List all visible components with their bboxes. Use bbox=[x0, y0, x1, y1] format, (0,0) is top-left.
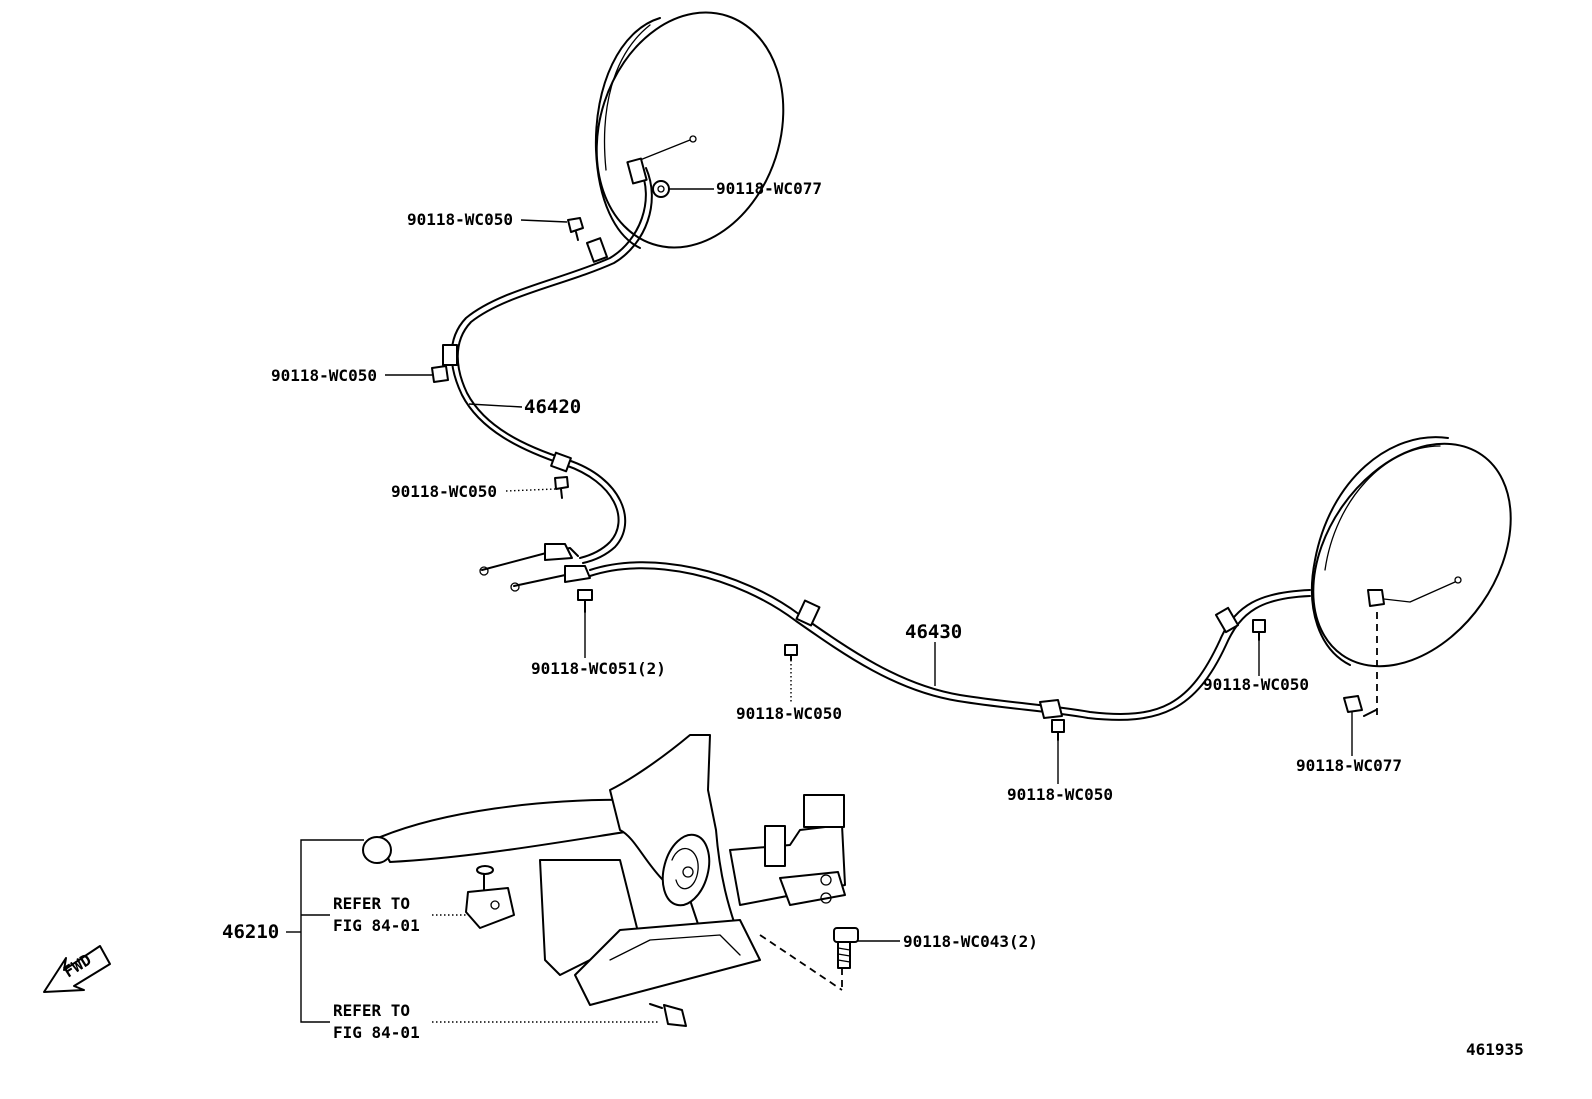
label-46210: 46210 bbox=[222, 921, 279, 943]
leader-lines bbox=[286, 188, 1353, 1023]
label-46420: 46420 bbox=[524, 396, 581, 418]
label-46430: 46430 bbox=[905, 621, 962, 643]
label-wc050-lower: 90118-WC050 bbox=[736, 704, 842, 723]
label-wc050-center: 90118-WC050 bbox=[1007, 785, 1113, 804]
brake-drum-left bbox=[594, 11, 785, 249]
label-refer2-line2: FIG 84-01 bbox=[333, 1023, 420, 1042]
label-wc077-right: 90118-WC077 bbox=[1296, 756, 1402, 775]
label-wc077-top: 90118-WC077 bbox=[716, 179, 822, 198]
cable-46420 bbox=[442, 157, 653, 576]
label-wc050-mid: 90118-WC050 bbox=[391, 482, 497, 501]
label-refer1-line1: REFER TO bbox=[333, 894, 410, 913]
part-labels: 90118-WC077 90118-WC050 90118-WC050 4642… bbox=[222, 179, 1524, 1059]
label-refer2-line1: REFER TO bbox=[333, 1001, 410, 1020]
illustration-id: 461935 bbox=[1466, 1040, 1524, 1059]
label-wc050-left: 90118-WC050 bbox=[271, 366, 377, 385]
label-refer1-line2: FIG 84-01 bbox=[333, 916, 420, 935]
label-wc043: 90118-WC043(2) bbox=[903, 932, 1038, 951]
fwd-arrow-icon: FWD bbox=[43, 945, 111, 993]
brake-drum-right bbox=[1311, 436, 1512, 720]
fasteners bbox=[431, 180, 1363, 992]
label-wc050-right: 90118-WC050 bbox=[1203, 675, 1309, 694]
parking-brake-lever-assembly bbox=[362, 734, 846, 1027]
cable-46430 bbox=[510, 561, 1311, 721]
label-wc050-top: 90118-WC050 bbox=[407, 210, 513, 229]
label-wc051: 90118-WC051(2) bbox=[531, 659, 666, 678]
